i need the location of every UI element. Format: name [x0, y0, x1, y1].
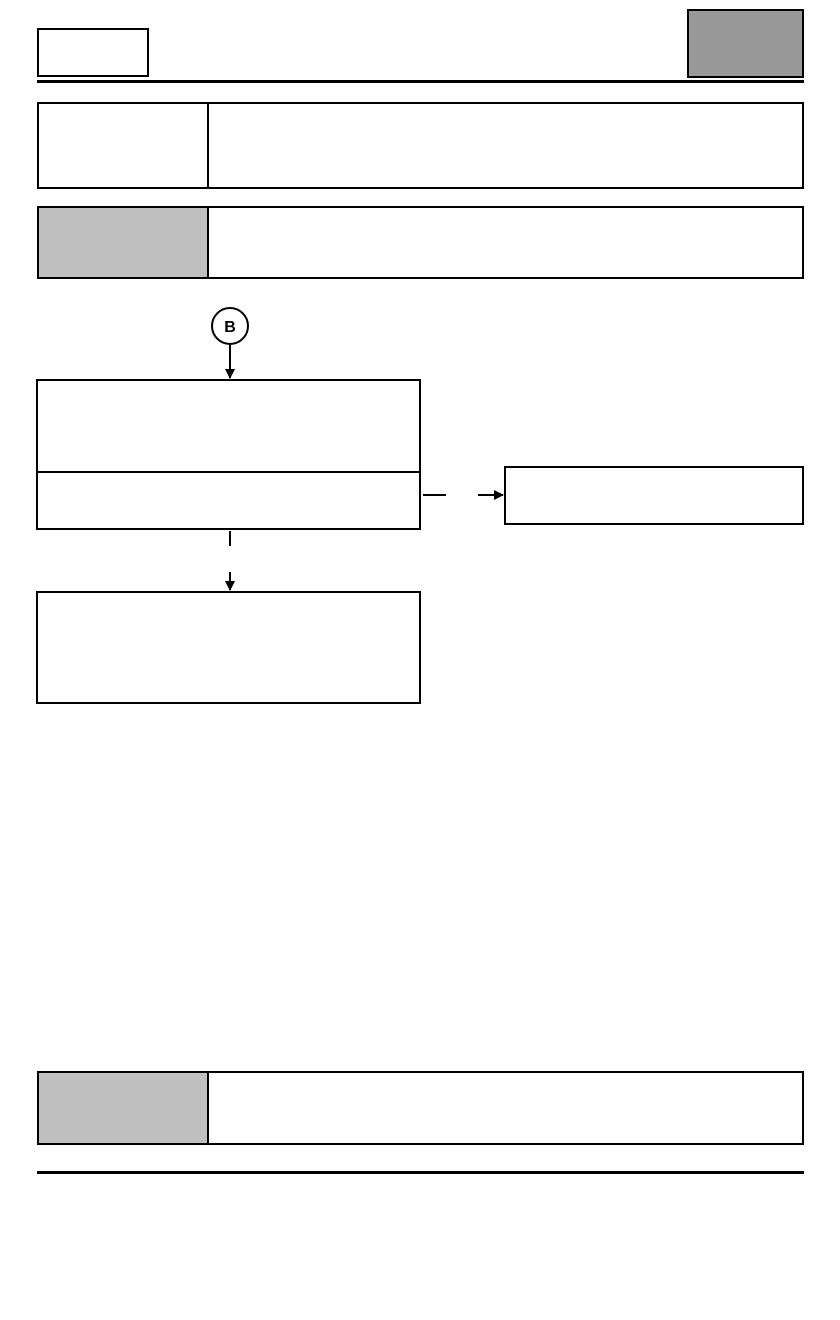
note-table-bottom — [37, 1071, 804, 1145]
note-table-bottom-content-cell — [211, 1073, 802, 1143]
flow-step-1-divider — [38, 471, 419, 473]
note-table-top — [37, 206, 804, 279]
info-table-label-cell — [39, 104, 209, 187]
flow-step-2 — [36, 591, 421, 704]
connector-b: B — [211, 307, 249, 345]
note-table-top-label-cell — [39, 208, 209, 277]
flow-result-box — [504, 466, 804, 525]
section-tab — [687, 9, 804, 78]
flow-step-1-answer — [38, 473, 419, 528]
flow-step-1-question — [38, 381, 419, 479]
header-rule — [37, 80, 804, 83]
note-table-bottom-label-cell — [39, 1073, 209, 1143]
connector-b-label: B — [224, 319, 236, 336]
info-table — [37, 102, 804, 189]
flow-step-1 — [36, 379, 421, 530]
footer-rule — [37, 1171, 804, 1174]
page-reference-box — [37, 28, 149, 77]
